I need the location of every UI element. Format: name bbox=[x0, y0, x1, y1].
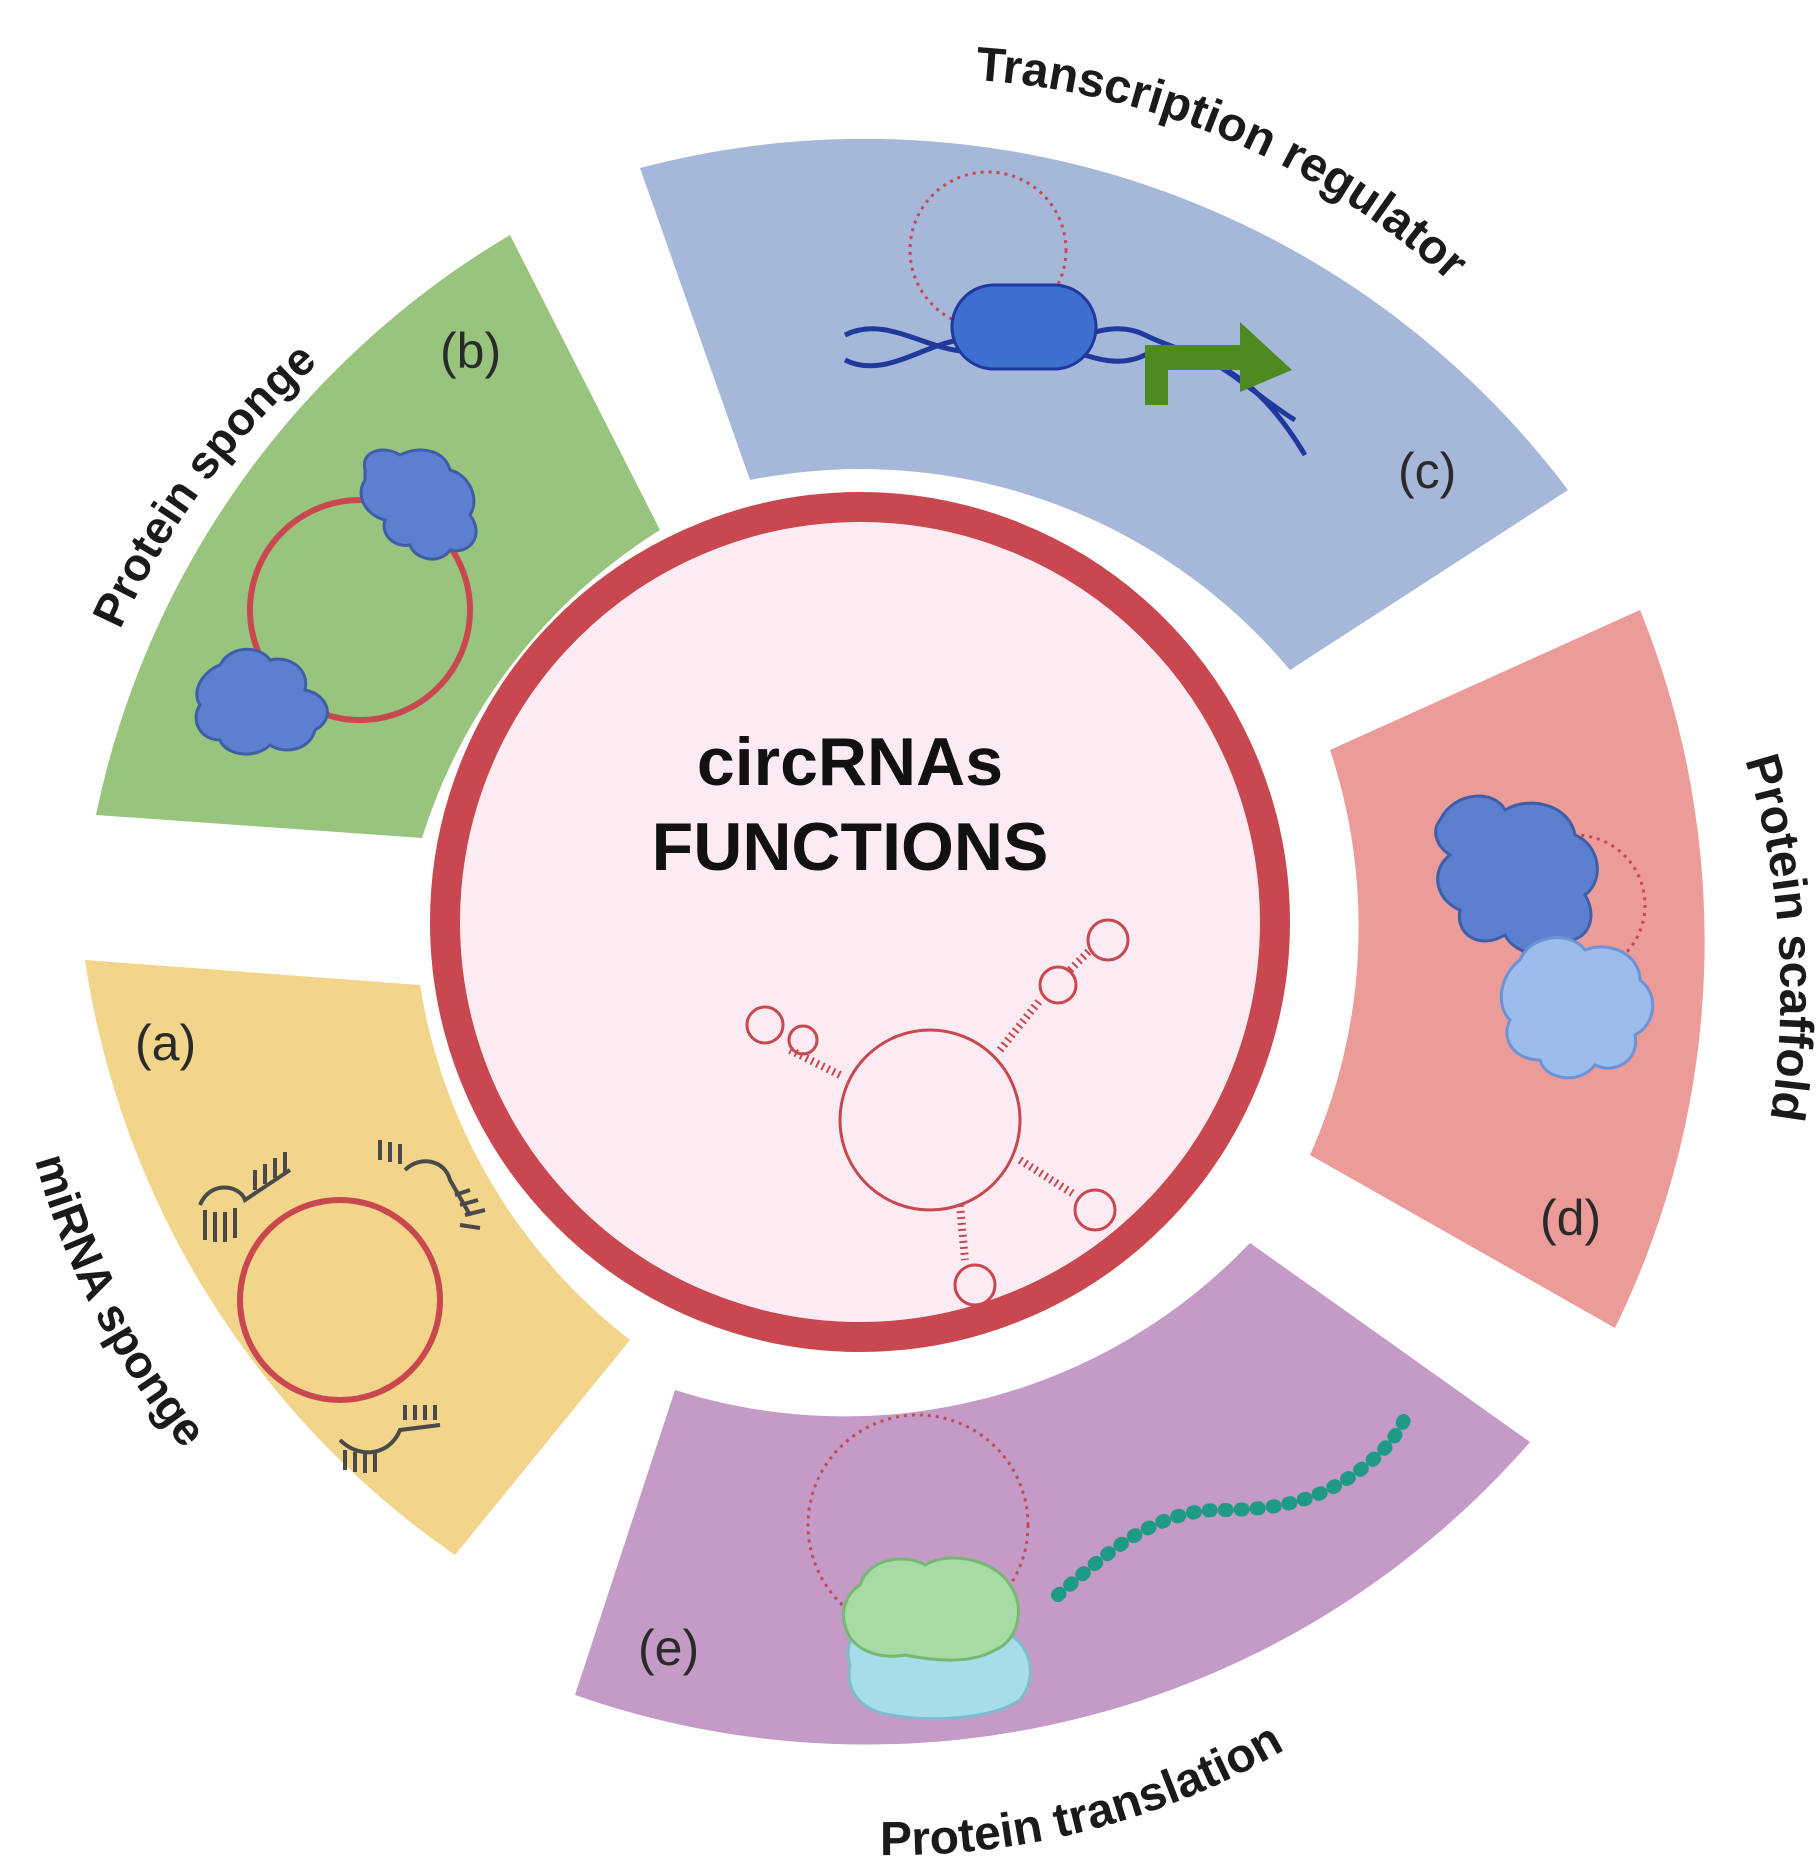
sector-protein-translation: Protein translation (e) bbox=[575, 1243, 1530, 1866]
center-circle: circRNAs FUNCTIONS bbox=[430, 492, 1290, 1352]
sector-d-title: Protein scaffold bbox=[1735, 748, 1818, 1125]
sector-a-band bbox=[85, 960, 630, 1555]
hairpin-loop bbox=[953, 1263, 997, 1307]
center-ring bbox=[430, 492, 1290, 1352]
promoter-arrow-icon bbox=[1145, 322, 1292, 405]
sector-d-band bbox=[1310, 610, 1705, 1328]
sector-d-letter: (d) bbox=[1540, 1190, 1601, 1246]
protein-sponge-illustration bbox=[194, 448, 478, 756]
sector-e-band bbox=[575, 1243, 1530, 1745]
bound-protein-icon bbox=[359, 448, 478, 561]
central-loop bbox=[838, 1028, 1022, 1212]
sector-a-letter: (a) bbox=[135, 1015, 196, 1071]
center-title-line2: FUNCTIONS bbox=[652, 809, 1049, 885]
transcription-factor-icon bbox=[950, 283, 1098, 371]
hairpin-loop bbox=[1073, 1188, 1117, 1232]
sector-c-letter: (c) bbox=[1398, 443, 1456, 499]
hairpin-loop bbox=[1086, 918, 1130, 962]
sector-protein-scaffold: Protein scaffold (d) bbox=[1310, 610, 1818, 1328]
sector-e-letter: (e) bbox=[638, 1620, 699, 1676]
peptide-chain-icon bbox=[1051, 1411, 1412, 1602]
protein-scaffold-illustration bbox=[1434, 794, 1655, 1080]
bound-protein-icon bbox=[194, 647, 329, 756]
circrna-ring-icon bbox=[237, 1197, 443, 1403]
hairpin-loop bbox=[1038, 965, 1078, 1005]
mirna-sponge-illustration bbox=[198, 1140, 486, 1473]
scaffold-protein-icon bbox=[1499, 936, 1655, 1080]
sector-c-band bbox=[640, 138, 1568, 670]
sector-b-letter: (b) bbox=[440, 323, 501, 379]
mirna-icon bbox=[378, 1140, 486, 1230]
circrna-ring-icon bbox=[247, 497, 473, 723]
mirna-icon bbox=[338, 1405, 441, 1473]
hairpin-loop bbox=[787, 1024, 819, 1056]
center-title-line1: circRNAs bbox=[697, 724, 1003, 800]
hairpin-loop bbox=[745, 1005, 785, 1045]
transcription-illustration bbox=[843, 170, 1308, 457]
ribosome-large-subunit-icon bbox=[842, 1556, 1020, 1662]
protein-translation-illustration bbox=[806, 1411, 1412, 1721]
circrna-ring-icon bbox=[806, 1413, 1030, 1637]
circrna-secondary-structure-icon bbox=[745, 918, 1130, 1307]
mirna-icon bbox=[198, 1152, 292, 1242]
stem bbox=[1017, 1156, 1078, 1199]
